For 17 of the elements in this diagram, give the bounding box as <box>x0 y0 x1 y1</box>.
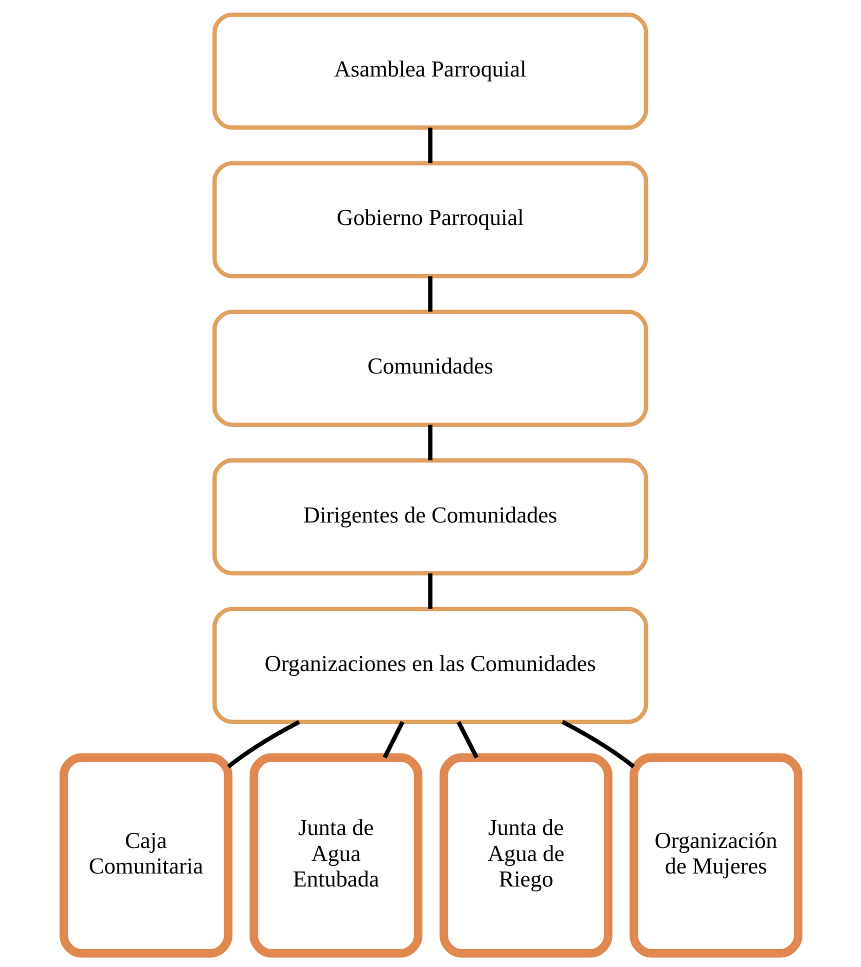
node-box: Gobierno Parroquial <box>212 160 648 278</box>
connector <box>382 720 404 758</box>
node-box: Comunidades <box>212 309 648 426</box>
connector <box>226 720 300 768</box>
node-box: Junta de Agua Entubada <box>249 752 422 958</box>
node-box: Organización de Mujeres <box>629 752 802 958</box>
node-box: Junta de Agua de Riego <box>439 752 612 958</box>
connector <box>428 276 432 312</box>
node-box: Caja Comunitaria <box>59 752 232 958</box>
connector <box>428 127 432 163</box>
connector <box>428 424 432 460</box>
connector <box>456 720 478 758</box>
connector <box>428 572 432 608</box>
node-box: Organizaciones en las Comunidades <box>212 606 648 724</box>
node-box: Dirigentes de Comunidades <box>212 458 648 575</box>
connector <box>561 720 634 768</box>
node-box: Asamblea Parroquial <box>212 12 648 130</box>
